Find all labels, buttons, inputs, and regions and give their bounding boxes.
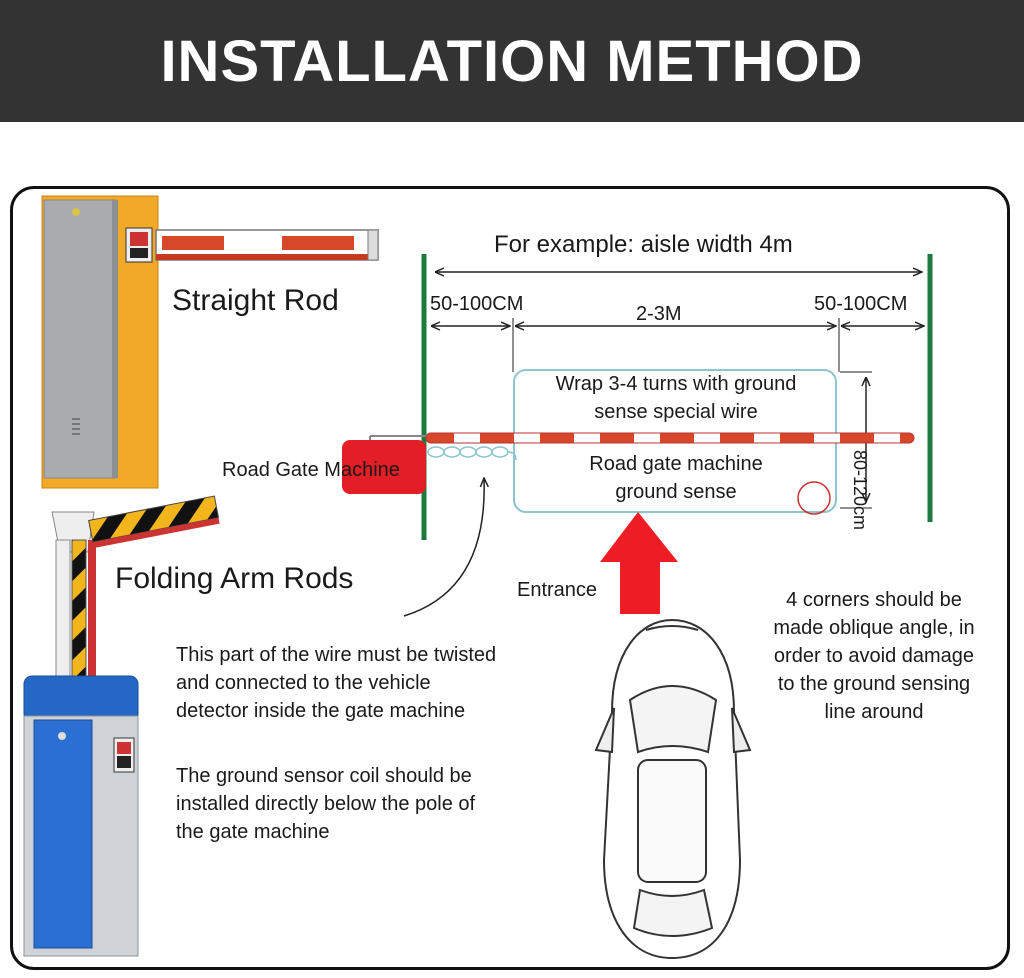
loop-line-2: ground sense [615, 481, 737, 503]
folding-arm-gate-illustration [23, 495, 220, 957]
coil-note: The ground sensor coil should be install… [176, 762, 475, 846]
boom-barrier-rod [425, 432, 915, 444]
wrap-instruction: Wrap 3-4 turns with ground sense special… [526, 370, 826, 426]
right-margin-label: 50-100CM [814, 293, 908, 315]
straight-rod-label: Straight Rod [172, 284, 339, 317]
corners-note-line: 4 corners should be [786, 589, 962, 611]
coil-note-line: installed directly below the pole of [176, 793, 476, 815]
entrance-arrow [600, 512, 678, 614]
car-top-view [594, 618, 752, 960]
page-title: INSTALLATION METHOD [160, 28, 864, 94]
corners-note-line: order to avoid damage [773, 645, 975, 667]
twist-note-line: This part of the wire must be twisted [176, 644, 497, 666]
oblique-corner-marker [797, 481, 831, 515]
straight-rod-gate-illustration [41, 195, 379, 489]
aisle-width-label: For example: aisle width 4m [494, 231, 793, 258]
depth-label: 80-120cm [850, 450, 870, 531]
road-gate-machine [342, 440, 426, 494]
entrance-label: Entrance [517, 579, 598, 601]
coil-note-line: the gate machine [176, 821, 330, 843]
corners-note-line: line around [824, 701, 924, 723]
loop-line-1: Road gate machine [589, 453, 763, 475]
road-gate-machine-label: Road Gate Machine [222, 459, 400, 481]
diagram-frame [10, 186, 1010, 970]
wrap-line-2: sense special wire [594, 401, 758, 423]
left-margin-label: 50-100CM [430, 293, 524, 315]
twist-note: This part of the wire must be twisted an… [176, 641, 496, 725]
coil-note-line: The ground sensor coil should be [176, 765, 472, 787]
folding-arm-label: Folding Arm Rods [115, 562, 354, 595]
corners-note: 4 corners should be made oblique angle, … [752, 586, 996, 726]
corners-note-line: to the ground sensing [777, 673, 971, 695]
header-bar: INSTALLATION METHOD [0, 0, 1024, 122]
loop-caption: Road gate machine ground sense [526, 450, 826, 506]
middle-span-label: 2-3M [636, 303, 682, 325]
corners-note-line: made oblique angle, in [773, 617, 975, 639]
twist-note-line: detector inside the gate machine [176, 700, 466, 722]
twisted-wire [427, 446, 517, 461]
twist-pointer-arrow [403, 478, 484, 617]
twist-note-line: and connected to the vehicle [176, 672, 431, 694]
wrap-line-1: Wrap 3-4 turns with ground [555, 373, 797, 395]
